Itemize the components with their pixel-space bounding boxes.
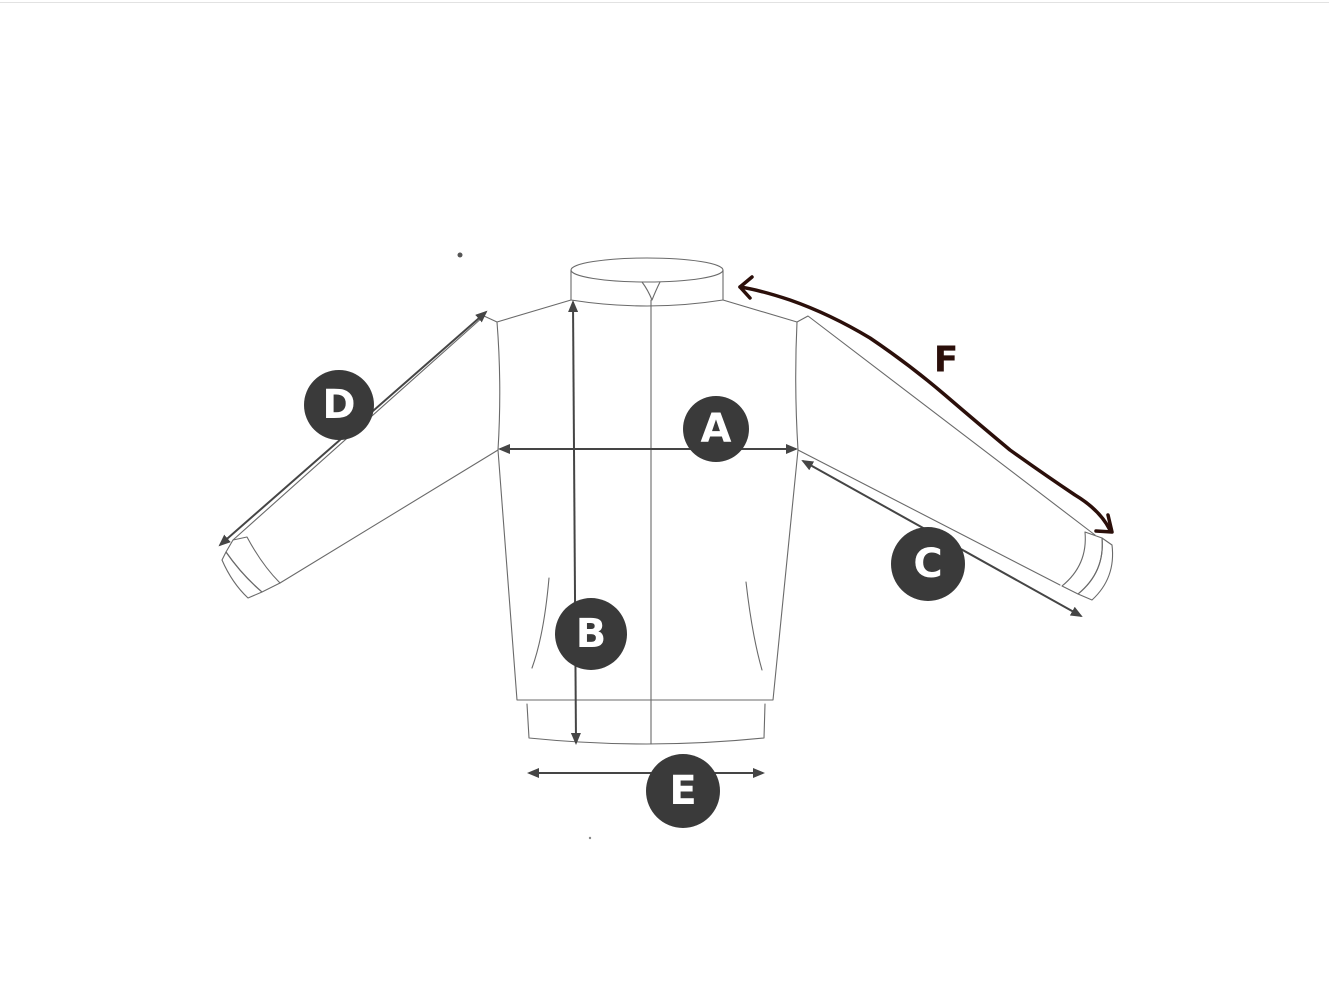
top-divider [0, 2, 1329, 3]
measure-arrow-b [568, 300, 581, 745]
badge-a: A [683, 396, 749, 462]
badge-d-label: D [322, 382, 355, 428]
label-f: F [934, 340, 959, 381]
jacket-outline [221, 257, 1114, 745]
left-sleeve [221, 315, 499, 599]
badge-e: E [646, 754, 720, 828]
speck [457, 252, 463, 258]
badge-c: C [891, 527, 965, 601]
badge-a-label: A [701, 406, 732, 452]
badge-d: D [304, 370, 374, 440]
badge-e-label: E [669, 768, 696, 814]
badge-c-label: C [913, 541, 942, 587]
measure-curve-f [738, 275, 1114, 534]
speck [588, 836, 592, 840]
collar [570, 257, 724, 307]
badge-b-label: B [576, 611, 607, 657]
badge-b: B [555, 598, 627, 670]
jacket-body [496, 299, 799, 745]
